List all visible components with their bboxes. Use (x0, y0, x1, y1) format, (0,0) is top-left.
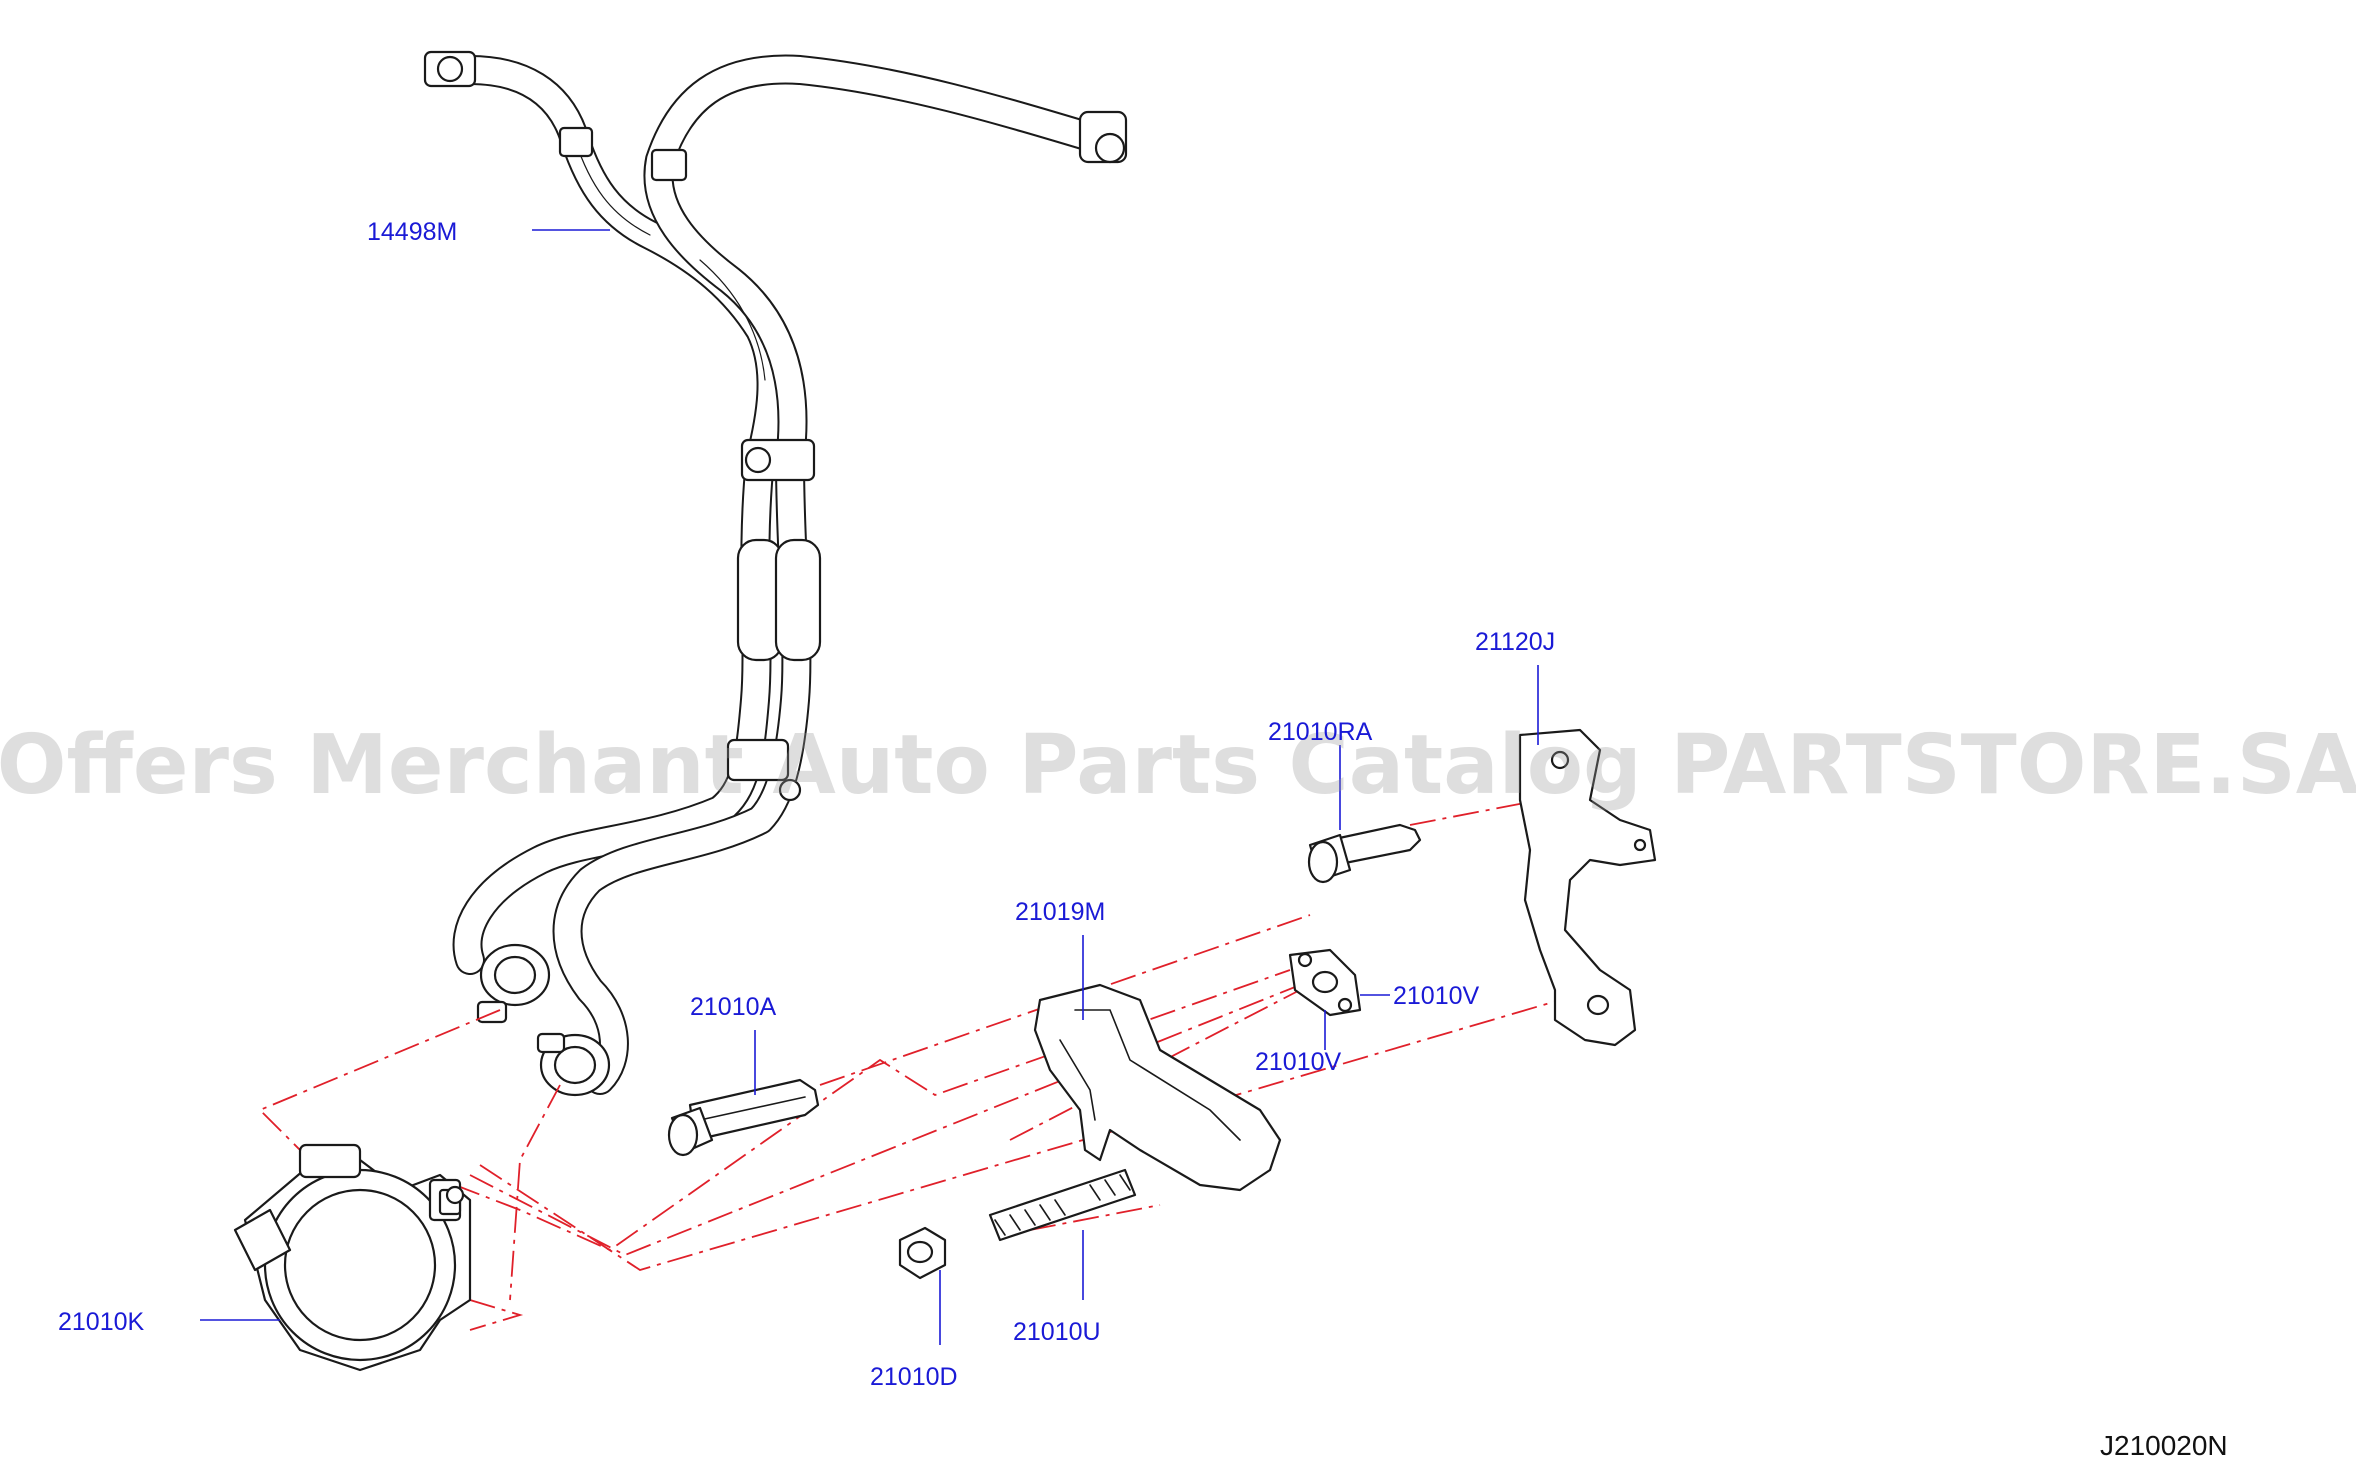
part-label-21010u[interactable]: 21010U (1013, 1318, 1101, 1346)
heat-shield-drawing (1033, 983, 1282, 1192)
hose-assembly-drawing (423, 50, 1128, 1097)
watermark-text: Offers Merchant Auto Parts Catalog PARTS… (0, 718, 2356, 813)
part-label-21120j[interactable]: 21120J (1475, 628, 1555, 656)
part-label-21010v-lower[interactable]: 21010V (1255, 1048, 1342, 1076)
leader-lines (200, 229, 1539, 1345)
part-label-21010a[interactable]: 21010A (690, 993, 777, 1021)
hose-clamp-top-left (423, 50, 594, 158)
hose-end-lower-left (476, 943, 551, 1024)
hose-clamp-top-right (650, 110, 1128, 182)
hose-end-lower-right (536, 1032, 611, 1097)
part-label-14498m[interactable]: 14498M (367, 218, 457, 246)
bolt-21010ra-drawing (1307, 823, 1422, 884)
part-label-21010ra[interactable]: 21010RA (1268, 718, 1373, 746)
hose-clip-middle (726, 438, 816, 802)
nut-drawing (898, 1226, 947, 1280)
water-pump-drawing (233, 1143, 472, 1372)
diagram-code: J210020N (2100, 1430, 2228, 1461)
bolt-21010a-drawing (667, 1078, 820, 1157)
bracket-drawing (1518, 728, 1657, 1047)
part-label-21010k[interactable]: 21010K (58, 1308, 145, 1336)
part-label-21010v-upper[interactable]: 21010V (1393, 982, 1480, 1010)
part-label-21010d[interactable]: 21010D (870, 1363, 958, 1391)
gasket-drawing (1288, 948, 1362, 1017)
part-label-21019m[interactable]: 21019M (1015, 898, 1105, 926)
stud-drawing (988, 1168, 1137, 1242)
